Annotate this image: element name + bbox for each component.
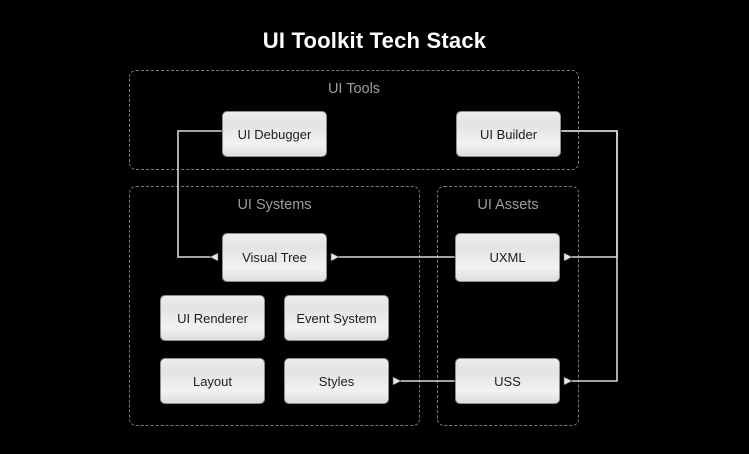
node-visual-tree[interactable]: Visual Tree — [222, 233, 327, 282]
node-label-uss: USS — [494, 373, 521, 389]
group-label-ui-systems: UI Systems — [237, 197, 312, 213]
node-label-visual-tree: Visual Tree — [242, 250, 307, 265]
node-label-ui-renderer: UI Renderer — [177, 310, 248, 326]
node-ui-builder[interactable]: UI Builder — [456, 111, 561, 157]
node-ui-renderer[interactable]: UI Renderer — [160, 295, 265, 341]
node-label-ui-builder: UI Builder — [479, 126, 538, 142]
node-layout[interactable]: Layout — [160, 358, 265, 404]
group-label-ui-tools: UI Tools — [327, 81, 381, 97]
group-ui-systems: UI Systems — [129, 186, 420, 426]
node-label-event-system: Event System — [296, 310, 377, 326]
node-label-layout: Layout — [192, 373, 233, 389]
node-uss[interactable]: USS — [455, 358, 560, 404]
node-styles[interactable]: Styles — [284, 358, 389, 404]
node-label-uxml: UXML — [489, 250, 526, 265]
node-label-ui-debugger: UI Debugger — [237, 126, 312, 142]
node-event-system[interactable]: Event System — [284, 295, 389, 341]
node-label-styles: Styles — [318, 373, 355, 389]
node-ui-debugger[interactable]: UI Debugger — [222, 111, 327, 157]
node-uxml[interactable]: UXML — [455, 233, 560, 282]
group-label-ui-assets: UI Assets — [477, 197, 539, 213]
group-ui-tools: UI Tools — [129, 70, 579, 170]
page-title: UI Toolkit Tech Stack — [262, 28, 487, 53]
